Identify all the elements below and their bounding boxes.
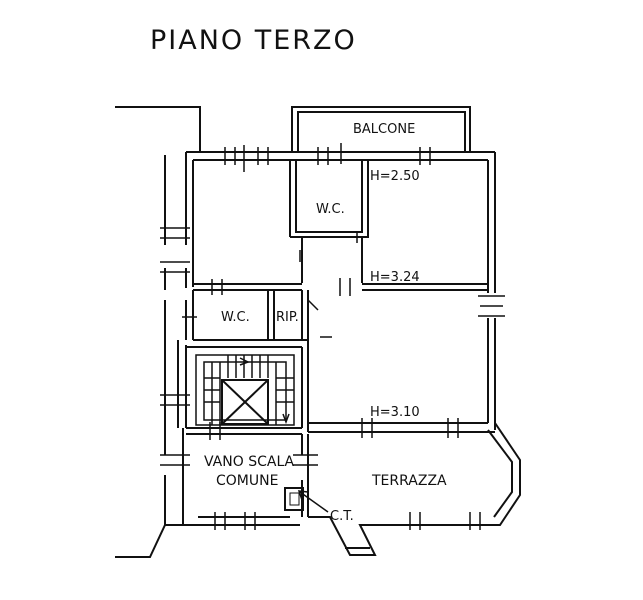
height-label-lower: H=3.10: [370, 405, 420, 420]
height-label-middle: H=3.24: [370, 270, 420, 285]
plan-title: PIANO TERZO: [150, 25, 357, 56]
wc-upper-label: W.C.: [316, 202, 345, 217]
vano-scala-label-line1: VANO SCALA: [204, 454, 295, 470]
exterior-walls: [115, 106, 496, 558]
terrazza-label: TERRAZZA: [371, 473, 447, 489]
terrazza-outline: [307, 422, 521, 556]
vano-scala-label-line2: COMUNE: [216, 473, 278, 489]
ct-arrow: [297, 490, 329, 513]
balcone-outline: [291, 106, 471, 152]
interior-walls: [186, 160, 488, 517]
balcone-label: BALCONE: [353, 122, 415, 137]
rip-label: RIP.: [276, 310, 299, 325]
height-label-upper: H=2.50: [370, 169, 420, 184]
staircase: [195, 354, 295, 426]
ct-label: C.T.: [330, 509, 354, 524]
wc-lower-label: W.C.: [221, 310, 250, 325]
ct-box: [284, 487, 304, 511]
opening-marks: [160, 143, 505, 530]
